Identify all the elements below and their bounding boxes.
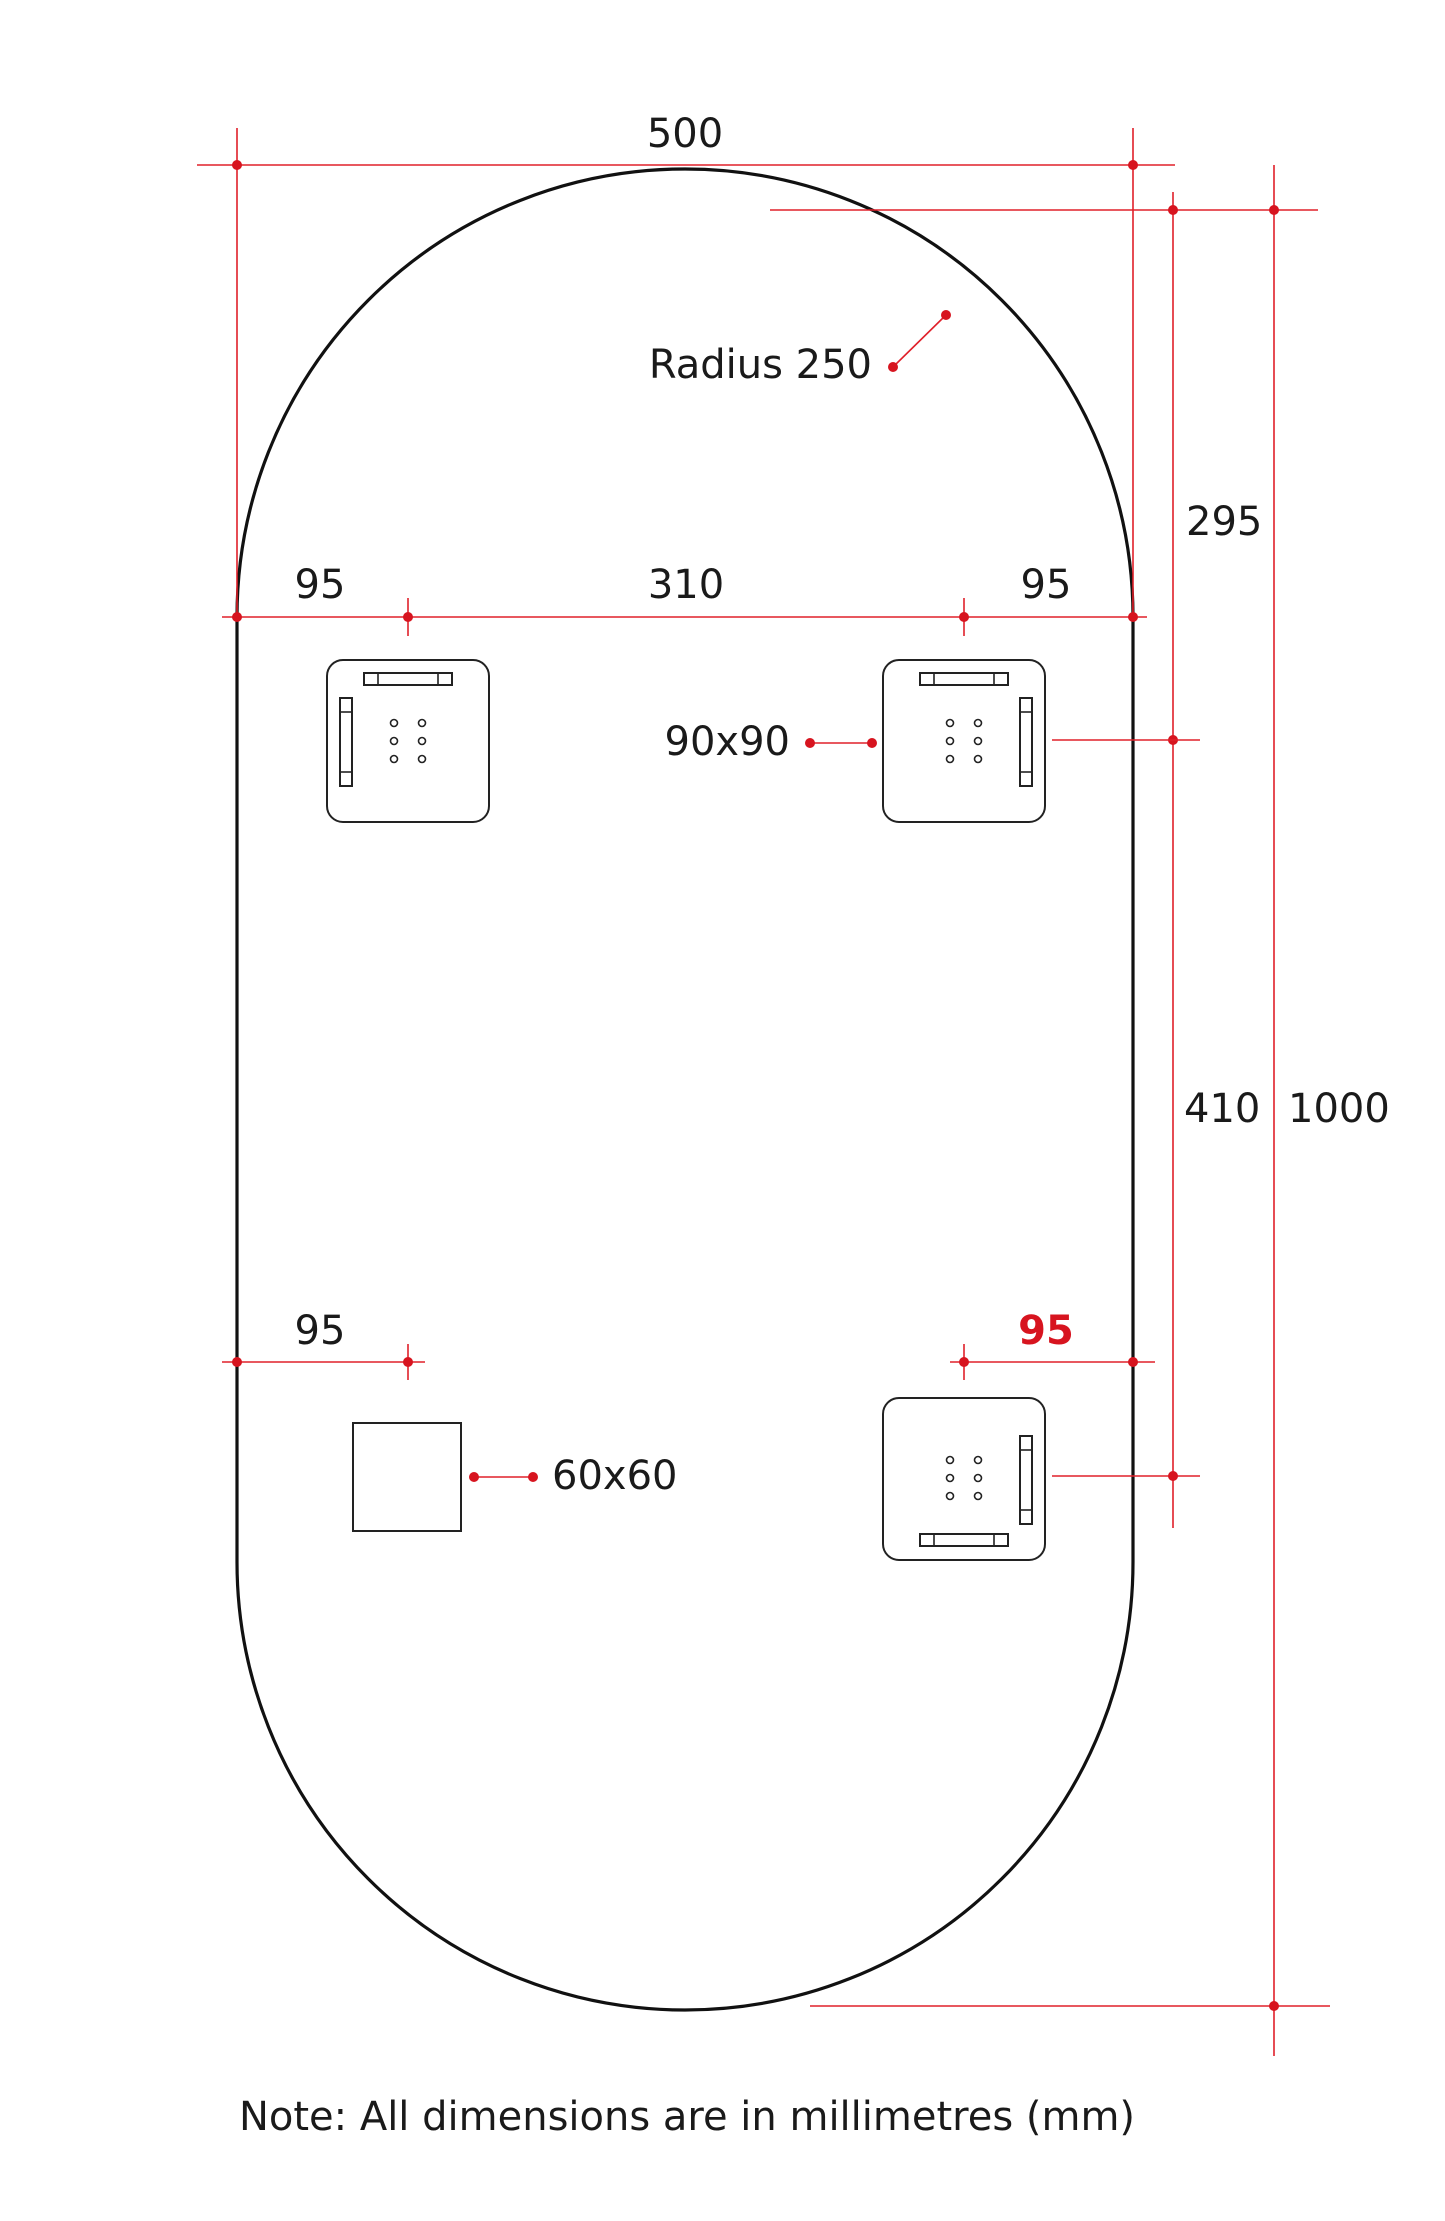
units-note: Note: All dimensions are in millimetres … — [239, 2094, 1135, 2140]
top-horizontal-dimensions: 95 310 95 — [222, 562, 1147, 636]
large-bracket-label: 90x90 — [665, 719, 790, 765]
large-bracket-callout: 90x90 — [665, 719, 877, 765]
bottom-right-dimension: 95 — [950, 1308, 1155, 1380]
bracket-bottom-left-small — [352, 1422, 462, 1532]
bracket-vertical-spacing-dimension: 410 — [1052, 739, 1260, 1481]
bracket-top-left — [326, 659, 490, 823]
overall-height-dimension: 1000 — [810, 165, 1390, 2056]
small-bracket-label: 60x60 — [552, 1453, 677, 1499]
bracket-top-right — [882, 659, 1046, 823]
radius-annotation: Radius 250 — [649, 310, 951, 388]
bracket-vertical-spacing-label: 410 — [1184, 1086, 1260, 1132]
radius-label: Radius 250 — [649, 342, 872, 388]
right-margin-bottom-label: 95 — [1018, 1308, 1074, 1354]
bracket-horizontal-spacing-label: 310 — [648, 562, 724, 608]
top-offset-dimension: 295 — [770, 192, 1318, 1528]
left-margin-bottom-label: 95 — [295, 1308, 346, 1354]
bracket-bottom-right — [882, 1397, 1046, 1561]
left-margin-top-label: 95 — [295, 562, 346, 608]
mirror-outline — [235, 167, 1135, 2012]
top-offset-label: 295 — [1186, 499, 1262, 545]
bottom-left-dimension: 95 — [222, 1308, 425, 1380]
right-margin-top-label: 95 — [1021, 562, 1072, 608]
overall-width-label: 500 — [647, 111, 723, 157]
small-bracket-callout: 60x60 — [469, 1453, 677, 1499]
overall-height-label: 1000 — [1288, 1086, 1390, 1132]
